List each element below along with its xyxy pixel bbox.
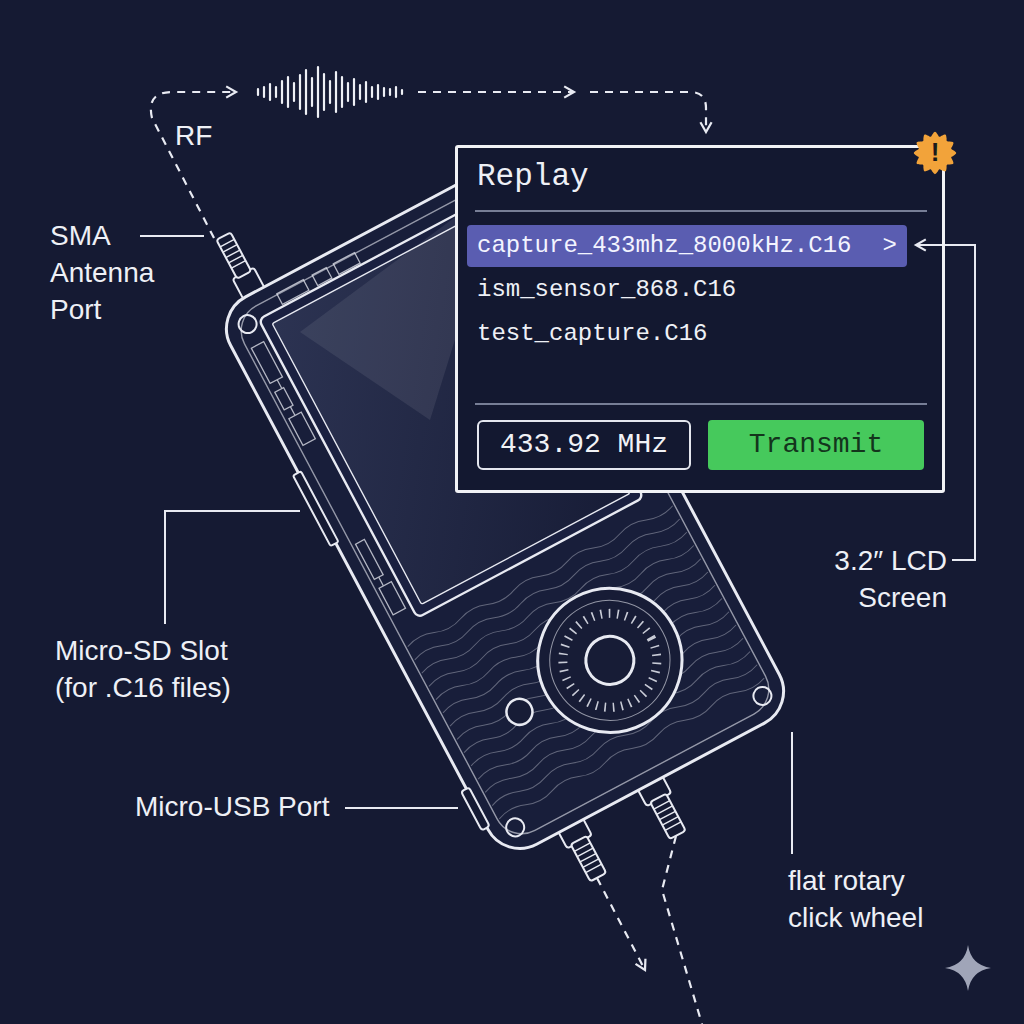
leader-lines xyxy=(140,236,975,854)
rf-dashed-line xyxy=(597,878,645,970)
small-button xyxy=(502,694,537,729)
file-name: ism_sensor_868.C16 xyxy=(477,276,736,305)
file-name: test_capture.C16 xyxy=(477,320,707,349)
part-label: 3.2″ LCD Screen xyxy=(805,542,947,616)
frequency-field: 433.92 MHz xyxy=(477,420,691,470)
warning-badge: ! xyxy=(913,131,957,175)
leader-line xyxy=(791,732,793,854)
bottom-sma-connector xyxy=(571,836,607,882)
rf-dashed-line xyxy=(151,92,236,238)
part-label: RF xyxy=(175,117,212,154)
screw-hole xyxy=(235,312,259,336)
panel-title: Replay xyxy=(477,158,589,195)
rf-waveform xyxy=(258,67,402,117)
connector-thread xyxy=(220,239,245,268)
leader-line xyxy=(140,235,204,237)
chevron: > xyxy=(883,232,897,261)
bottom-sma-connector xyxy=(650,794,686,840)
leader-line xyxy=(345,807,458,809)
click-wheel-ticks xyxy=(546,597,673,724)
connector-thread xyxy=(654,801,681,831)
frequency-value: 433.92 MHz xyxy=(500,428,668,462)
panel-ground xyxy=(455,145,945,493)
screw-hole xyxy=(503,815,527,839)
click-wheel-ring xyxy=(529,579,691,741)
click-wheel xyxy=(512,563,707,758)
sparkle-watermark xyxy=(945,945,991,991)
part-label: flat rotary click wheel xyxy=(788,862,958,936)
click-wheel-center xyxy=(577,628,642,693)
rf-dashed-line xyxy=(418,91,574,93)
antenna-connector xyxy=(216,232,251,278)
selected-file-row: capture_433mhz_8000kHz.C16 > xyxy=(467,225,907,267)
micro-usb-port xyxy=(461,787,490,830)
screen-light-beam xyxy=(300,215,458,420)
screw-hole xyxy=(750,684,774,708)
panel-separator xyxy=(475,210,927,212)
badge-shape xyxy=(914,132,956,174)
file-name: capture_433mhz_8000kHz.C16 xyxy=(477,232,851,261)
leader-line xyxy=(916,245,975,560)
connector-thread xyxy=(574,843,601,873)
button-label: Transmit xyxy=(749,428,883,462)
part-label: SMA Antenna Port xyxy=(50,217,185,328)
leader-line xyxy=(165,511,300,624)
warning-mark: ! xyxy=(931,137,940,168)
rf-dashed-line xyxy=(590,92,706,132)
transmit-button: Transmit xyxy=(708,420,924,470)
device-inner-outline xyxy=(231,176,778,843)
replay-panel: !capture_433mhz_8000kHz.C16>433.92 MHzTr… xyxy=(455,145,945,493)
rf-dashed-line xyxy=(662,836,702,1024)
part-label: Micro-SD Slot (for .C16 files) xyxy=(55,632,260,706)
part-label: Micro-USB Port xyxy=(135,788,329,825)
panel-separator xyxy=(475,403,927,405)
micro-sd-slot xyxy=(293,471,339,546)
